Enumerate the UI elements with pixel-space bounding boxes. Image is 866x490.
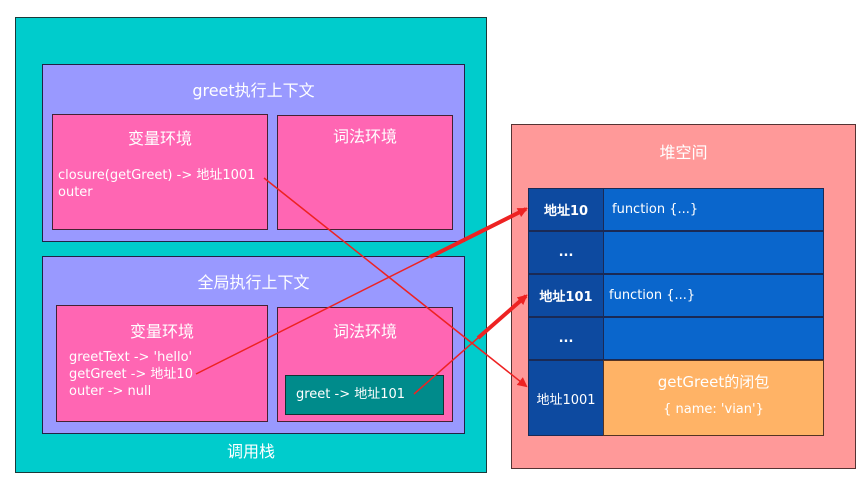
closure-title: getGreet的闭包 <box>657 373 770 391</box>
global-lexical-env-greet-entry: greet -> 地址101 <box>285 375 444 415</box>
global-lexical-env-title: 词法环境 <box>332 322 397 341</box>
greet-variable-env-title: 变量环境 <box>127 129 192 148</box>
greet-variable-environment: 变量环境 closure(getGreet) -> 地址1001 outer <box>52 114 268 230</box>
heap-value-ellipsis-2 <box>603 317 824 360</box>
heap-value-10: function {...} <box>603 188 824 231</box>
heap-address-ellipsis-1: ... <box>528 231 604 274</box>
heap-address-10: 地址10 <box>528 188 604 231</box>
global-variable-env-line-greettext: greetText -> 'hello' <box>69 350 193 365</box>
arrow-getgreet-to-10-head <box>429 207 528 259</box>
arrow-greet-to-101-head <box>476 294 528 340</box>
heap-address-1001: 地址1001 <box>528 360 604 436</box>
global-variable-env-title: 变量环境 <box>129 322 194 341</box>
greet-lexical-env-title: 词法环境 <box>332 127 397 146</box>
heap-value-ellipsis-1 <box>603 231 824 274</box>
greet-variable-env-line-outer: outer <box>58 185 93 200</box>
global-variable-env-line-outer: outer -> null <box>69 384 152 399</box>
heap-address-101: 地址101 <box>528 274 604 317</box>
greet-variable-env-line-closure: closure(getGreet) -> 地址1001 <box>58 168 256 183</box>
heap-closure-getgreet: getGreet的闭包 { name: 'vian'} <box>603 360 824 436</box>
closure-content: { name: 'vian'} <box>663 402 764 417</box>
greet-context-title: greet执行上下文 <box>192 81 315 100</box>
global-variable-env-line-getgreet: getGreet -> 地址10 <box>69 367 193 382</box>
arrow-closure-to-1001 <box>263 177 528 388</box>
heap-title: 堆空间 <box>659 143 708 162</box>
call-stack-label: 调用栈 <box>226 442 275 461</box>
heap-value-101: function {...} <box>603 274 824 317</box>
heap-address-ellipsis-2: ... <box>528 317 604 360</box>
global-variable-environment: 变量环境 greetText -> 'hello' getGreet -> 地址… <box>56 305 268 422</box>
greet-lexical-environment: 词法环境 <box>277 115 453 230</box>
global-context-title: 全局执行上下文 <box>197 273 310 292</box>
